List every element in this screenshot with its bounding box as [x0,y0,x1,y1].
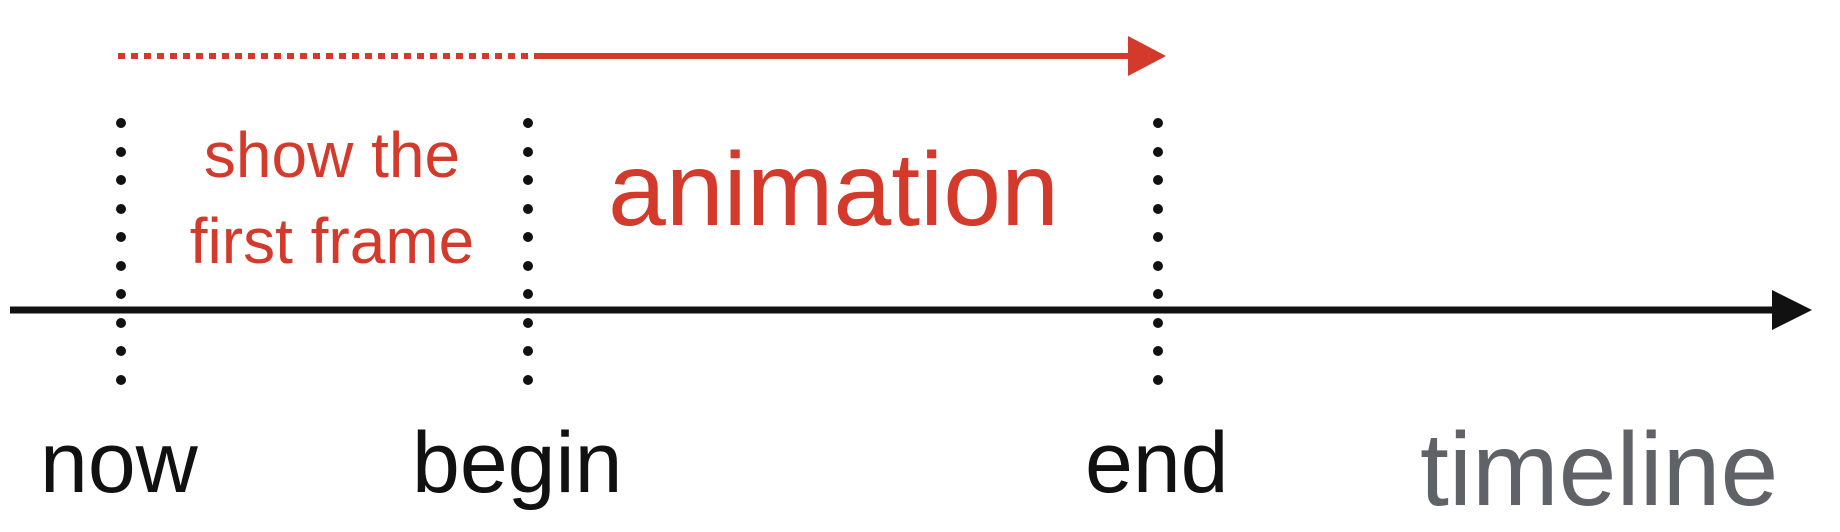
first-frame-phase-label: show the first frame [148,112,516,284]
marker-end-dot [1153,318,1163,328]
begin-label: begin [412,415,623,511]
marker-end-dot [1153,346,1163,356]
end-label: end [1085,415,1229,511]
marker-end-dot [1153,375,1163,385]
marker-now-dot [116,318,126,328]
marker-begin-dot [523,232,533,242]
marker-end-dot [1153,289,1163,299]
marker-now-dot [116,204,126,214]
marker-end-dot [1153,147,1163,157]
marker-begin-dot [523,204,533,214]
marker-begin-dot [523,375,533,385]
marker-end-dot [1153,204,1163,214]
marker-begin-dot [523,175,533,185]
marker-now-dot [116,232,126,242]
marker-begin-dot [523,147,533,157]
marker-now-dot [116,118,126,128]
marker-now-dot [116,289,126,299]
marker-begin [523,118,533,385]
marker-end-dot [1153,232,1163,242]
marker-end [1153,118,1163,385]
marker-end-dot [1153,261,1163,271]
animation-arrowhead [1128,36,1166,76]
marker-begin-dot [523,118,533,128]
timeline-arrowhead [1772,290,1812,330]
marker-begin-dot [523,289,533,299]
animation-phase-label: animation [608,132,1059,248]
marker-now-dot [116,261,126,271]
now-label: now [40,415,198,511]
marker-end-dot [1153,118,1163,128]
first-frame-line-2: first frame [189,205,475,277]
marker-begin-dot [523,346,533,356]
timeline-label: timeline [1420,412,1779,528]
marker-now-dot [116,346,126,356]
marker-end-dot [1153,175,1163,185]
marker-now-dot [116,375,126,385]
marker-begin-dot [523,261,533,271]
marker-now-dot [116,147,126,157]
first-frame-line-1: show the [203,119,461,191]
marker-begin-dot [523,318,533,328]
marker-now [116,118,126,385]
marker-now-dot [116,175,126,185]
